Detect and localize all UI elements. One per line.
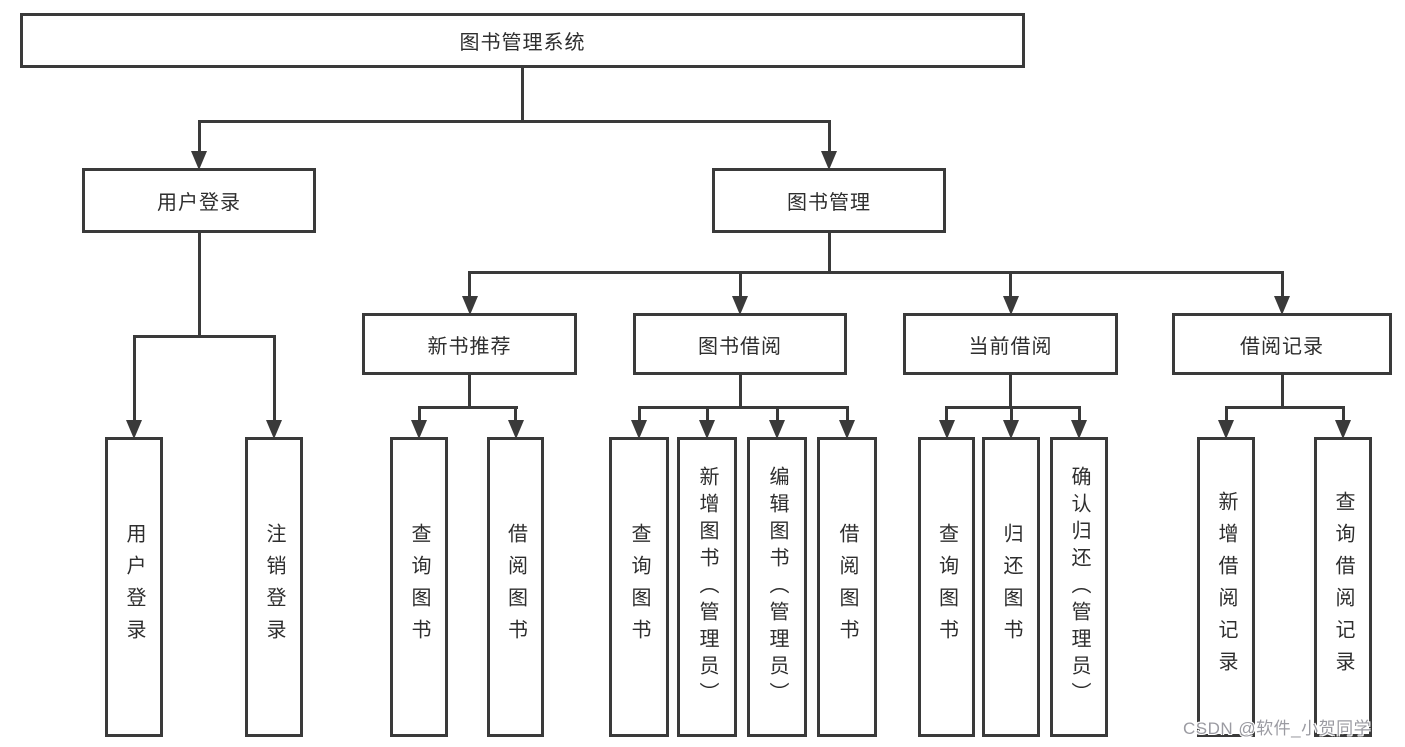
node-label-book-mgmt: 图书管理: [787, 192, 871, 214]
edge-stem-new-book-rec: [468, 375, 471, 406]
node-label-v-add-borrow-record: 新增借阅记录: [1215, 491, 1237, 683]
edge-drop-v-query-book-2: [638, 406, 641, 420]
arrowhead-icon-v-query-book-3: [939, 420, 955, 439]
node-v-query-book-2: 查询图书: [609, 437, 669, 737]
edge-drop-v-query-borrow-record: [1342, 406, 1345, 420]
node-label-v-logout: 注销登录: [263, 523, 285, 651]
node-label-new-book-rec: 新书推荐: [427, 335, 512, 358]
arrowhead-icon-v-edit-book: [769, 420, 785, 439]
edge-branch-root: [198, 120, 831, 123]
node-v-confirm-return: 确认归还（管理员）: [1050, 437, 1108, 737]
arrowhead-icon-v-return-book: [1003, 420, 1019, 439]
edge-stem-borrow-records: [1281, 375, 1284, 406]
edge-branch-book-borrow: [638, 406, 849, 409]
edge-drop-book-mgmt: [828, 120, 831, 151]
node-label-v-query-book-3: 查询图书: [935, 523, 958, 651]
node-book-mgmt: 图书管理: [712, 168, 946, 233]
edge-branch-book-mgmt: [468, 271, 1284, 274]
node-borrow-records: 借阅记录: [1172, 313, 1392, 375]
edge-drop-book-borrow: [739, 271, 742, 296]
node-v-logout: 注销登录: [245, 437, 303, 737]
node-root: 图书管理系统: [20, 13, 1025, 68]
arrowhead-icon-v-add-borrow-record: [1218, 420, 1234, 439]
node-label-v-query-book-1: 查询图书: [408, 523, 430, 651]
edge-drop-user-login: [198, 120, 201, 151]
node-book-borrow: 图书借阅: [633, 313, 847, 375]
arrowhead-icon-current-borrow: [1003, 296, 1019, 315]
edge-drop-v-edit-book: [776, 406, 779, 420]
edge-drop-v-borrow-book-2: [846, 406, 849, 420]
node-user-login: 用户登录: [82, 168, 316, 233]
node-v-add-book: 新增图书（管理员）: [677, 437, 737, 737]
node-label-v-confirm-return: 确认归还（管理员）: [1068, 465, 1090, 709]
node-new-book-rec: 新书推荐: [362, 313, 577, 375]
edge-branch-current-borrow: [945, 406, 1081, 409]
arrowhead-icon-book-borrow: [732, 296, 748, 315]
node-label-v-add-book: 新增图书（管理员）: [696, 465, 718, 709]
edge-stem-current-borrow: [1009, 375, 1012, 406]
arrowhead-icon-new-book-rec: [462, 296, 478, 315]
node-v-query-borrow-record: 查询借阅记录: [1314, 437, 1372, 737]
arrowhead-icon-v-user-login: [126, 420, 142, 439]
arrowhead-icon-v-query-book-1: [411, 420, 427, 439]
node-label-v-return-book: 归还图书: [1000, 523, 1022, 651]
node-current-borrow: 当前借阅: [903, 313, 1118, 375]
edge-drop-new-book-rec: [468, 271, 471, 296]
node-v-query-book-1: 查询图书: [390, 437, 448, 737]
edge-drop-v-query-book-1: [418, 406, 421, 420]
edge-drop-v-add-borrow-record: [1225, 406, 1228, 420]
node-label-v-borrow-book-2: 借阅图书: [836, 523, 858, 651]
node-v-user-login: 用户登录: [105, 437, 163, 737]
arrowhead-icon-book-mgmt: [821, 151, 837, 170]
edge-drop-v-add-book: [706, 406, 709, 420]
edge-drop-v-user-login: [133, 335, 136, 420]
edge-stem-root: [521, 68, 524, 120]
node-v-borrow-book-1: 借阅图书: [487, 437, 544, 737]
arrowhead-icon-v-borrow-book-2: [839, 420, 855, 439]
edge-drop-v-logout: [273, 335, 276, 420]
arrowhead-icon-v-add-book: [699, 420, 715, 439]
edge-drop-v-query-book-3: [945, 406, 948, 420]
node-v-return-book: 归还图书: [982, 437, 1040, 737]
edge-stem-user-login: [198, 233, 201, 335]
edge-branch-user-login: [133, 335, 276, 338]
watermark: CSDN @软件_小贺同学: [1183, 719, 1372, 738]
edge-drop-current-borrow: [1009, 271, 1012, 296]
node-label-borrow-records: 借阅记录: [1240, 335, 1324, 358]
node-label-current-borrow: 当前借阅: [968, 335, 1053, 358]
edge-stem-book-borrow: [739, 375, 742, 406]
node-label-user-login: 用户登录: [157, 192, 241, 214]
node-v-borrow-book-2: 借阅图书: [817, 437, 877, 737]
node-v-edit-book: 编辑图书（管理员）: [747, 437, 807, 737]
node-label-v-edit-book: 编辑图书（管理员）: [766, 465, 788, 709]
arrowhead-icon-v-logout: [266, 420, 282, 439]
edge-drop-v-confirm-return: [1078, 406, 1081, 420]
node-label-root: 图书管理系统: [459, 32, 586, 54]
edge-stem-book-mgmt: [828, 233, 831, 271]
node-v-query-book-3: 查询图书: [918, 437, 975, 737]
edge-drop-v-return-book: [1010, 406, 1013, 420]
node-label-v-query-book-2: 查询图书: [628, 523, 650, 651]
arrowhead-icon-v-query-borrow-record: [1335, 420, 1351, 439]
arrowhead-icon-v-confirm-return: [1071, 420, 1087, 439]
arrowhead-icon-borrow-records: [1274, 296, 1290, 315]
arrowhead-icon-v-borrow-book-1: [508, 420, 524, 439]
node-label-v-borrow-book-1: 借阅图书: [504, 523, 527, 651]
edge-branch-borrow-records: [1225, 406, 1345, 409]
node-label-v-query-borrow-record: 查询借阅记录: [1332, 491, 1354, 683]
node-label-v-user-login: 用户登录: [123, 523, 145, 651]
arrowhead-icon-v-query-book-2: [631, 420, 647, 439]
edge-drop-borrow-records: [1281, 271, 1284, 296]
node-v-add-borrow-record: 新增借阅记录: [1197, 437, 1255, 737]
edge-branch-new-book-rec: [418, 406, 518, 409]
node-label-book-borrow: 图书借阅: [698, 335, 782, 358]
arrowhead-icon-user-login: [191, 151, 207, 170]
edge-drop-v-borrow-book-1: [514, 406, 517, 420]
